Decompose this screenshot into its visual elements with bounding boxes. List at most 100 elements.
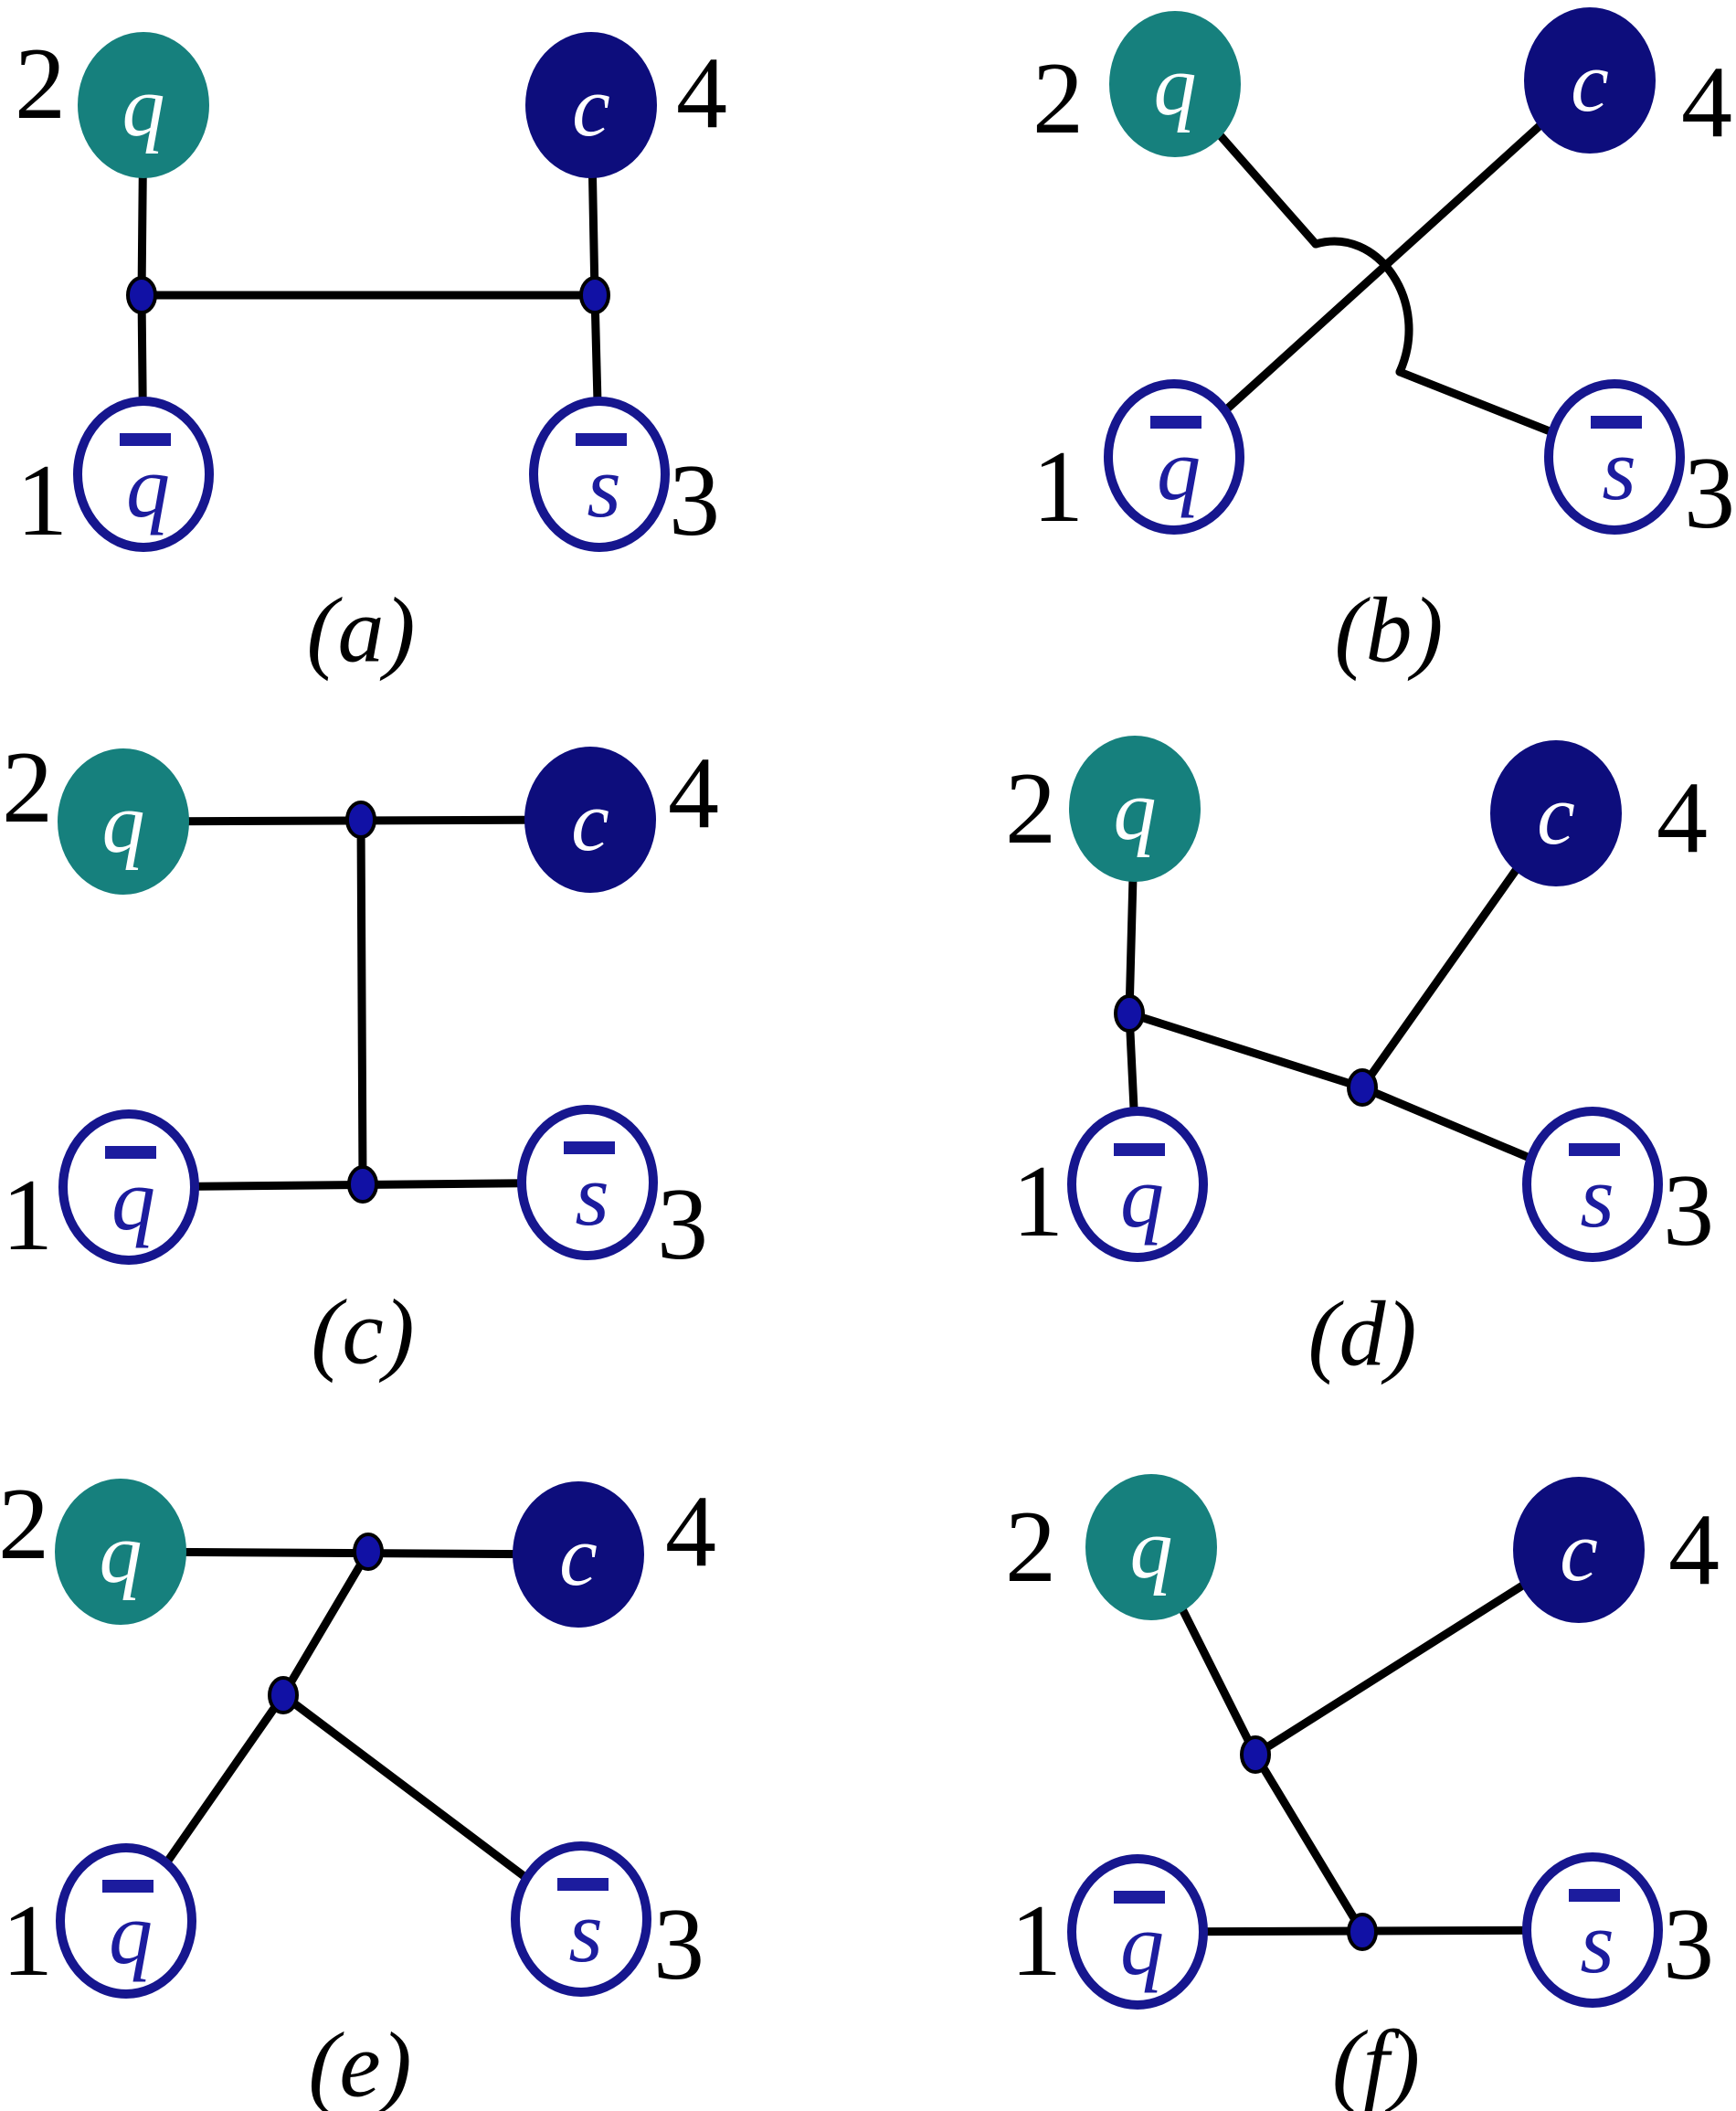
- edge-line: [356, 815, 367, 1189]
- port-number-4: 4: [676, 37, 727, 150]
- port-number-1: 1: [1012, 1145, 1064, 1258]
- q-disc: [1085, 1474, 1217, 1620]
- node-sbar: s: [517, 1105, 658, 1260]
- edge-line: [1170, 76, 1594, 461]
- q-letter: q: [102, 776, 145, 871]
- node-sbar: s: [511, 1841, 651, 1997]
- q-disc: [1109, 11, 1241, 157]
- node-qbar: q: [1067, 1854, 1208, 2010]
- qbar-letter: q: [1120, 1148, 1164, 1246]
- port-number-2: 2: [1005, 752, 1056, 865]
- port-number-4: 4: [665, 1475, 716, 1588]
- node-c: c: [524, 747, 656, 893]
- node-sbar: s: [1544, 379, 1685, 535]
- node-c: c: [525, 32, 657, 178]
- q-disc: [1069, 736, 1201, 882]
- qbar-disc: [1104, 379, 1244, 535]
- node-sbar: s: [529, 397, 670, 552]
- port-number-3: 3: [653, 1888, 704, 2001]
- qbar-disc: [58, 1109, 199, 1265]
- qbar-letter: q: [1157, 420, 1201, 518]
- node-c: c: [1513, 1477, 1645, 1623]
- caption-e: (e): [308, 2014, 411, 2111]
- port-number-2: 2: [1005, 1490, 1056, 1604]
- c-letter: c: [571, 774, 609, 869]
- q-letter: q: [122, 59, 165, 154]
- qbar-letter: q: [1120, 1895, 1164, 1993]
- sbar-disc: [1522, 1852, 1663, 2008]
- port-number-2: 2: [0, 1468, 49, 1581]
- vertex-dot: [579, 276, 610, 314]
- edge-line: [1125, 1009, 1367, 1092]
- qbar-letter: q: [109, 1884, 153, 1982]
- caption-b: (b): [1335, 579, 1444, 683]
- c-letter: c: [559, 1509, 598, 1604]
- port-number-3: 3: [669, 444, 720, 557]
- port-number-2: 2: [2, 731, 53, 844]
- node-q: q: [1085, 1474, 1217, 1620]
- vertex-dot: [1240, 1735, 1271, 1774]
- node-sbar: s: [1522, 1852, 1663, 2008]
- sbar-disc: [511, 1841, 651, 1997]
- port-number-4: 4: [1668, 1493, 1720, 1607]
- sbar-disc: [1544, 379, 1685, 535]
- port-number-1: 1: [2, 1159, 53, 1272]
- q-letter: q: [100, 1506, 143, 1601]
- node-q: q: [1109, 11, 1241, 157]
- qbar-letter: q: [126, 438, 170, 536]
- q-letter: q: [1114, 763, 1157, 858]
- port-number-4: 4: [668, 737, 719, 850]
- port-number-4: 4: [1657, 761, 1708, 875]
- edge-line: [116, 1547, 583, 1559]
- c-letter: c: [1571, 35, 1609, 130]
- qbar-disc: [1067, 1854, 1208, 2010]
- vertex-dot: [345, 801, 376, 839]
- qbar-disc: [56, 1843, 196, 1999]
- caption-d: (d): [1308, 1283, 1417, 1386]
- c-disc: [1490, 740, 1622, 886]
- port-number-3: 3: [1663, 1154, 1714, 1268]
- node-q: q: [55, 1479, 186, 1625]
- port-number-3: 3: [1663, 1888, 1714, 2001]
- vertex-dot: [1347, 1913, 1378, 1951]
- vertex-dot: [1114, 994, 1145, 1033]
- node-q: q: [58, 748, 189, 895]
- caption-f: (f): [1332, 2012, 1420, 2111]
- port-number-1: 1: [16, 444, 68, 557]
- q-disc: [78, 32, 209, 178]
- caption-c: (c): [311, 1281, 414, 1384]
- sbar-letter: s: [1580, 1148, 1614, 1246]
- c-letter: c: [1537, 768, 1575, 863]
- qbar-disc: [1067, 1107, 1208, 1262]
- c-disc: [524, 747, 656, 893]
- port-number-3: 3: [1684, 437, 1735, 550]
- node-qbar: q: [73, 397, 214, 552]
- sbar-letter: s: [1602, 420, 1635, 518]
- sbar-disc: [1522, 1107, 1663, 1262]
- port-number-1: 1: [1011, 1884, 1062, 1998]
- c-disc: [1513, 1477, 1645, 1623]
- qbar-letter: q: [111, 1151, 155, 1248]
- port-number-1: 1: [1032, 430, 1084, 544]
- c-letter: c: [1560, 1504, 1598, 1599]
- c-disc: [525, 32, 657, 178]
- caption-a: (a): [307, 579, 416, 683]
- node-c: c: [513, 1481, 644, 1628]
- q-disc: [58, 748, 189, 895]
- vertex-dot: [1347, 1068, 1378, 1107]
- edge-line: [1311, 237, 1413, 377]
- vertex-dot: [347, 1165, 378, 1204]
- port-number-4: 4: [1681, 46, 1732, 159]
- sbar-letter: s: [587, 438, 620, 536]
- sbar-disc: [517, 1105, 658, 1260]
- q-disc: [55, 1479, 186, 1625]
- node-sbar: s: [1522, 1107, 1663, 1262]
- port-number-3: 3: [657, 1168, 708, 1281]
- port-number-1: 1: [2, 1884, 53, 1998]
- edge-line: [279, 1547, 373, 1700]
